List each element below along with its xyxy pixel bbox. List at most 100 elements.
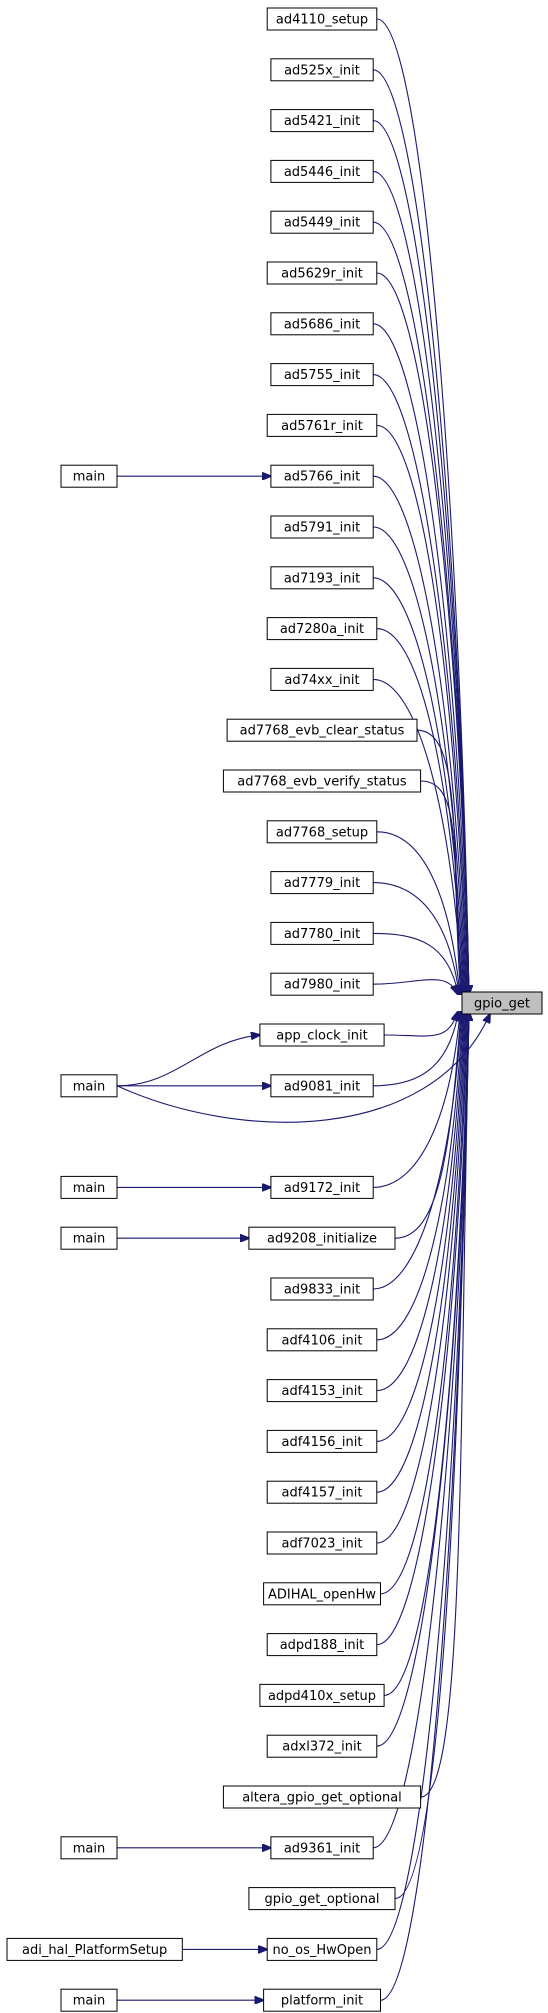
node-ad7193-init-box bbox=[270, 566, 374, 590]
edge-adpd410x-setup-to-gpio-get bbox=[384, 1012, 468, 1696]
node-main-2[interactable]: main bbox=[60, 1175, 118, 1199]
edge-ad7779-init-to-gpio-get bbox=[373, 882, 459, 994]
node-ad7780-init-box bbox=[270, 921, 374, 945]
node-app-clock-init-label: app_clock_init bbox=[276, 1029, 367, 1044]
edge-ad7193-init-to-gpio-get bbox=[373, 577, 464, 994]
node-no-os-hwopen-box bbox=[266, 1937, 378, 1961]
node-gpio-get-label: gpio_get bbox=[474, 997, 530, 1012]
node-ad5629r-init-box bbox=[266, 261, 378, 285]
node-ad525x-init[interactable]: ad525x_init bbox=[270, 58, 374, 82]
node-altera-gpio-get-optional[interactable]: altera_gpio_get_optional bbox=[222, 1785, 422, 1809]
node-ad5761r-init[interactable]: ad5761r_init bbox=[266, 413, 378, 437]
node-adf7023-init-label: adf7023_init bbox=[282, 1537, 363, 1552]
edge-ad5686-init-to-gpio-get bbox=[373, 323, 468, 994]
node-ad7768-evb-clear-status[interactable]: ad7768_evb_clear_status bbox=[226, 718, 418, 742]
node-adf7023-init[interactable]: adf7023_init bbox=[266, 1531, 378, 1555]
node-main-2-box bbox=[60, 1175, 118, 1199]
node-ad5446-init-box bbox=[270, 159, 374, 183]
node-ad525x-init-label: ad525x_init bbox=[284, 63, 360, 78]
edge-ad7280a-init-to-gpio-get bbox=[376, 628, 463, 994]
node-ad9081-init[interactable]: ad9081_init bbox=[270, 1074, 374, 1098]
node-ad9208-initialize[interactable]: ad9208_initialize bbox=[248, 1226, 396, 1250]
node-ad5629r-init[interactable]: ad5629r_init bbox=[266, 261, 378, 285]
node-ad5766-init[interactable]: ad5766_init bbox=[270, 464, 374, 488]
node-main-1[interactable]: main bbox=[60, 1074, 118, 1098]
node-adi-hal-platformsetup-5-label: adi_hal_PlatformSetup bbox=[22, 1943, 167, 1958]
node-main-4-label: main bbox=[73, 1841, 105, 1856]
node-adf4156-init[interactable]: adf4156_init bbox=[266, 1429, 378, 1453]
node-adihal-openhw-label: ADIHAL_openHw bbox=[268, 1587, 376, 1602]
edge-adf7023-init-to-gpio-get bbox=[376, 1012, 466, 1544]
node-main-4[interactable]: main bbox=[60, 1836, 118, 1860]
node-ad5686-init[interactable]: ad5686_init bbox=[270, 312, 374, 336]
node-adf4106-init[interactable]: adf4106_init bbox=[266, 1328, 378, 1352]
node-adxl372-init[interactable]: adxl372_init bbox=[266, 1734, 378, 1758]
node-ad5446-init[interactable]: ad5446_init bbox=[270, 159, 374, 183]
node-ad9833-init[interactable]: ad9833_init bbox=[270, 1277, 374, 1301]
node-ad5766-init-label: ad5766_init bbox=[284, 470, 360, 485]
node-adf4157-init[interactable]: adf4157_init bbox=[266, 1480, 378, 1504]
node-main-6[interactable]: main bbox=[60, 1988, 118, 2012]
node-ad7980-init-box bbox=[270, 972, 374, 996]
edge-ad5791-init-to-gpio-get bbox=[373, 526, 465, 994]
node-ad7280a-init[interactable]: ad7280a_init bbox=[266, 617, 378, 641]
node-gpio-get-optional[interactable]: gpio_get_optional bbox=[248, 1887, 396, 1911]
node-adpd188-init-label: adpd188_init bbox=[280, 1638, 365, 1653]
node-gpio-get[interactable]: gpio_get bbox=[461, 991, 543, 1015]
node-ad5629r-init-label: ad5629r_init bbox=[281, 267, 363, 282]
node-ad5449-init[interactable]: ad5449_init bbox=[270, 210, 374, 234]
node-ad7193-init[interactable]: ad7193_init bbox=[270, 566, 374, 590]
node-adpd410x-setup[interactable]: adpd410x_setup bbox=[259, 1683, 385, 1707]
node-main-6-box bbox=[60, 1988, 118, 2012]
node-ad9172-init[interactable]: ad9172_init bbox=[270, 1175, 374, 1199]
node-main-2-label: main bbox=[73, 1181, 105, 1196]
edge-ad9172-init-to-gpio-get bbox=[373, 1012, 460, 1188]
node-adi-hal-platformsetup-5[interactable]: adi_hal_PlatformSetup bbox=[6, 1937, 183, 1961]
node-ad7768-setup-box bbox=[266, 820, 378, 844]
node-gpio-get-optional-label: gpio_get_optional bbox=[264, 1892, 379, 1907]
edge-main-1-to-gpio-get bbox=[116, 1014, 490, 1123]
edge-ad5755-init-to-gpio-get bbox=[373, 374, 467, 994]
node-ad5755-init[interactable]: ad5755_init bbox=[270, 363, 374, 387]
node-main-3-label: main bbox=[73, 1232, 105, 1247]
node-ad7768-evb-verify-status-label: ad7768_evb_verify_status bbox=[237, 775, 407, 790]
edge-ad9208-initialize-to-gpio-get bbox=[395, 1012, 461, 1239]
edge-ad5761r-init-to-gpio-get bbox=[376, 424, 467, 994]
node-platform-init-label: platform_init bbox=[281, 1994, 363, 2009]
edge-ad7768-evb-clear-status-to-gpio-get bbox=[416, 729, 462, 994]
node-ad9208-initialize-box bbox=[248, 1226, 396, 1250]
node-ad4110-setup[interactable]: ad4110_setup bbox=[266, 7, 378, 31]
node-no-os-hwopen[interactable]: no_os_HwOpen bbox=[266, 1937, 378, 1961]
node-ad5421-init-box bbox=[270, 109, 374, 133]
node-adf4106-init-box bbox=[266, 1328, 378, 1352]
node-ad7779-init-label: ad7779_init bbox=[284, 876, 360, 891]
node-ad7980-init[interactable]: ad7980_init bbox=[270, 972, 374, 996]
node-adpd410x-setup-box bbox=[259, 1683, 385, 1707]
node-ad5421-init[interactable]: ad5421_init bbox=[270, 109, 374, 133]
node-adpd188-init[interactable]: adpd188_init bbox=[266, 1633, 378, 1657]
node-app-clock-init[interactable]: app_clock_init bbox=[259, 1023, 385, 1047]
node-ad7280a-init-box bbox=[266, 617, 378, 641]
node-adihal-openhw[interactable]: ADIHAL_openHw bbox=[263, 1582, 382, 1606]
node-ad7768-setup[interactable]: ad7768_setup bbox=[266, 820, 378, 844]
node-platform-init[interactable]: platform_init bbox=[263, 1988, 382, 2012]
node-ad5686-init-label: ad5686_init bbox=[284, 317, 360, 332]
node-ad74xx-init[interactable]: ad74xx_init bbox=[270, 667, 374, 691]
node-main-3[interactable]: main bbox=[60, 1226, 118, 1250]
node-ad9361-init-box bbox=[270, 1836, 374, 1860]
node-adf4157-init-box bbox=[266, 1480, 378, 1504]
node-adf4153-init[interactable]: adf4153_init bbox=[266, 1379, 378, 1403]
node-ad4110-setup-box bbox=[266, 7, 378, 31]
node-ad7768-evb-clear-status-label: ad7768_evb_clear_status bbox=[240, 724, 405, 739]
node-app-clock-init-box bbox=[259, 1023, 385, 1047]
node-ad9361-init-label: ad9361_init bbox=[284, 1841, 360, 1856]
node-main-0[interactable]: main bbox=[60, 464, 118, 488]
node-ad9361-init[interactable]: ad9361_init bbox=[270, 1836, 374, 1860]
node-ad7768-evb-verify-status[interactable]: ad7768_evb_verify_status bbox=[222, 769, 422, 793]
node-ad7779-init[interactable]: ad7779_init bbox=[270, 871, 374, 895]
node-adihal-openhw-box bbox=[263, 1582, 382, 1606]
node-adf7023-init-box bbox=[266, 1531, 378, 1555]
node-ad7780-init[interactable]: ad7780_init bbox=[270, 921, 374, 945]
node-ad5791-init[interactable]: ad5791_init bbox=[270, 515, 374, 539]
